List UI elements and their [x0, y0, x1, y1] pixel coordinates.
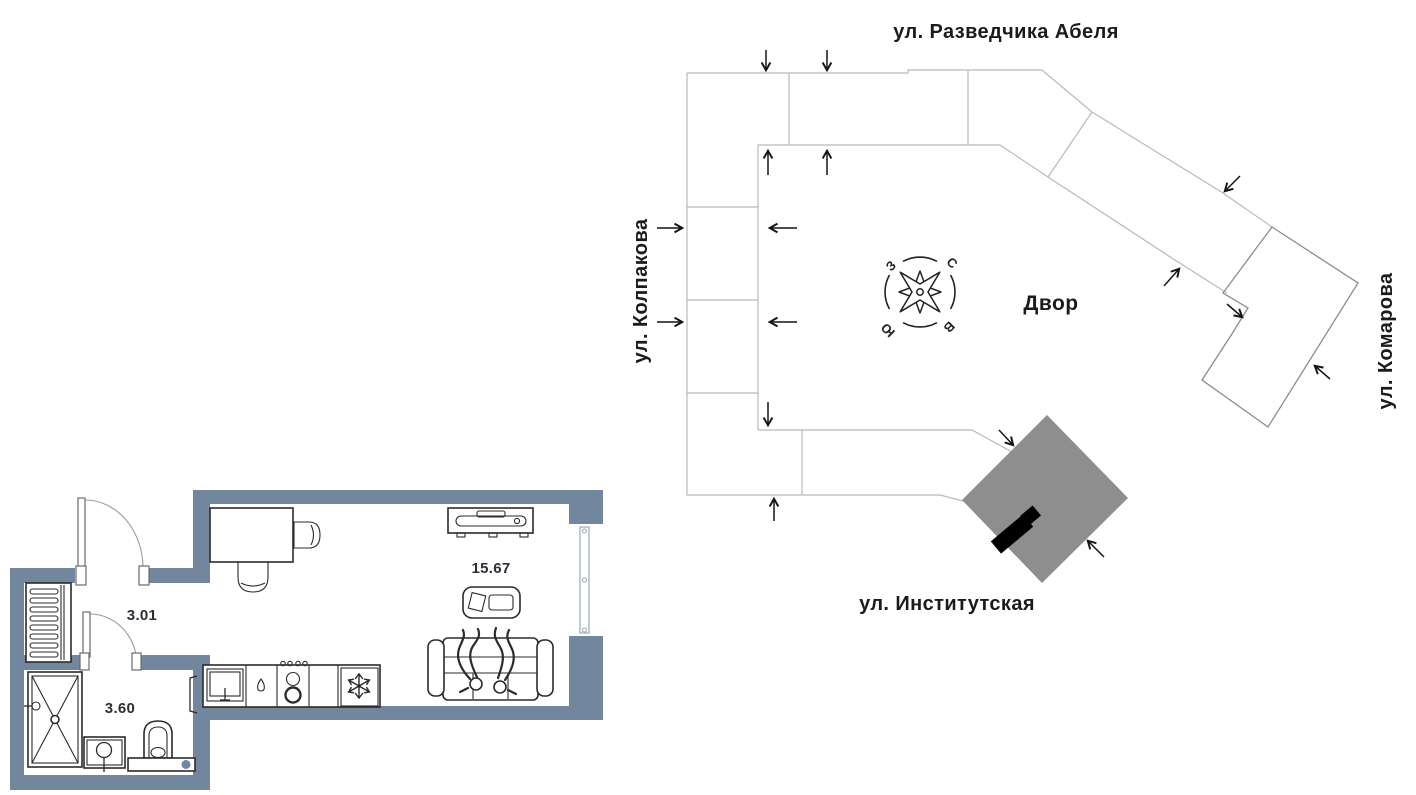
person — [456, 627, 483, 694]
area-label-bathroom: 3.60 — [105, 700, 135, 717]
walls — [10, 490, 603, 790]
toilet — [143, 720, 173, 759]
chair — [293, 521, 321, 549]
courtyard-label: Двор — [1023, 292, 1078, 315]
compass-south: Ю — [878, 320, 898, 340]
fridge — [340, 667, 379, 707]
chair — [237, 561, 269, 593]
person — [493, 626, 518, 696]
entrance-arrow — [1086, 539, 1105, 558]
building-outline — [686, 69, 1359, 502]
entrance-arrow — [1313, 364, 1331, 380]
entrance-arrows — [657, 50, 1331, 558]
area-label-living-room: 15.67 — [471, 560, 510, 577]
compass-east: В — [941, 319, 958, 336]
street-label-top: ул. Разведчика Абеля — [893, 21, 1119, 43]
entrance-arrow — [998, 429, 1015, 447]
highlighted-building — [962, 415, 1128, 583]
bathroom-door — [79, 611, 142, 671]
compass-west: З — [883, 258, 899, 274]
desk — [209, 507, 321, 593]
entrance-arrow — [1226, 303, 1244, 319]
entrance-arrow — [1163, 267, 1181, 287]
sofa — [427, 626, 554, 701]
entrance-arrow — [1223, 175, 1241, 193]
site-plan: С В Ю З ул. Разведчика Абеля ул. Институ… — [630, 21, 1397, 615]
street-label-left: ул. Колпакова — [630, 218, 652, 363]
kitchen-sink — [206, 668, 244, 702]
street-label-bottom: ул. Институтская — [859, 593, 1035, 615]
towel-rail — [189, 675, 198, 714]
apartment-location-marker — [990, 505, 1041, 554]
floor-plan: 3.01 3.60 15.67 — [10, 490, 603, 790]
stove — [280, 660, 308, 704]
corner-building — [1201, 226, 1359, 428]
window — [569, 524, 603, 636]
street-label-right: ул. Комарова — [1375, 272, 1397, 409]
shower — [24, 671, 83, 768]
tv-unit — [447, 507, 534, 538]
area-label-hallway: 3.01 — [127, 607, 157, 624]
bathroom-sink — [83, 736, 126, 772]
hanger-lines — [29, 588, 59, 658]
wardrobe — [25, 582, 72, 663]
hob-symbol — [257, 678, 265, 692]
compass-icon: С В Ю З — [878, 254, 961, 340]
compass-north: С — [944, 254, 962, 272]
kitchen-counter — [202, 660, 381, 708]
coffee-table — [462, 586, 521, 619]
snowflake-icon — [347, 672, 371, 700]
entry-door — [75, 497, 150, 586]
bathroom-shelf — [127, 757, 196, 772]
